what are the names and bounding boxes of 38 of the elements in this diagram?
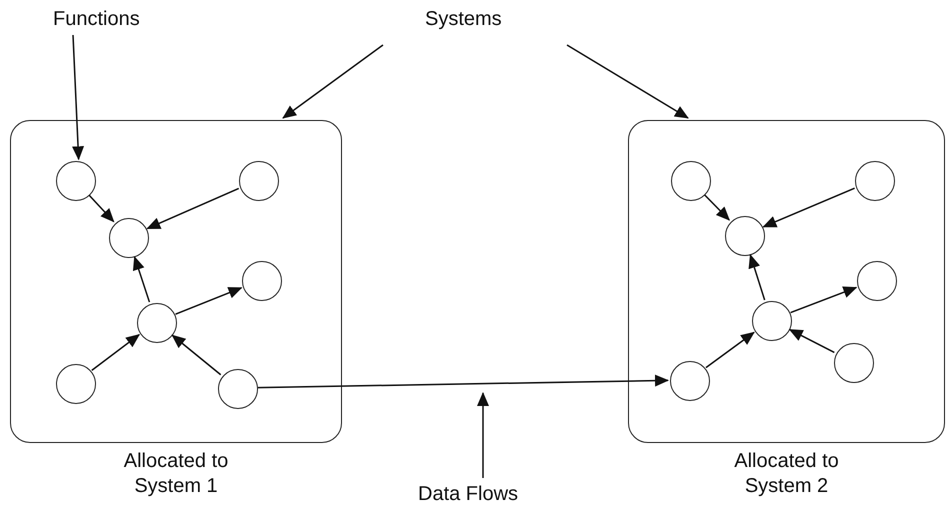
arrow xyxy=(258,374,669,388)
arrow xyxy=(146,188,240,230)
arrow xyxy=(132,256,150,302)
arrow xyxy=(748,254,766,300)
system-box xyxy=(10,120,342,443)
arrow xyxy=(788,328,835,354)
arrow xyxy=(762,187,855,228)
arrow xyxy=(172,334,222,376)
function-circle xyxy=(218,369,258,409)
node-label: Allocated to System 2 xyxy=(733,449,840,499)
arrow xyxy=(88,194,114,222)
function-circle xyxy=(671,161,711,201)
function-circle xyxy=(855,161,895,201)
arrow xyxy=(790,286,858,314)
function-circle xyxy=(857,261,897,301)
node-label: Allocated to System 1 xyxy=(122,449,230,499)
arrow xyxy=(175,287,242,315)
leader-arrow xyxy=(282,44,384,119)
leader-arrow xyxy=(72,34,84,160)
function-circle xyxy=(109,218,149,258)
arrow xyxy=(704,194,730,221)
text-label: Data Flows xyxy=(418,483,518,509)
leader-arrow xyxy=(477,392,489,478)
leader-arrow xyxy=(566,44,689,119)
function-circle xyxy=(137,303,177,343)
function-circle xyxy=(56,364,96,404)
function-circle xyxy=(239,161,279,201)
function-circle xyxy=(834,343,874,383)
function-circle xyxy=(752,301,792,341)
function-circle xyxy=(725,216,765,256)
system-box xyxy=(628,120,945,443)
text-label: Systems xyxy=(425,8,502,34)
function-circle xyxy=(242,261,282,301)
text-label: Functions xyxy=(53,8,140,34)
function-circle xyxy=(56,161,96,201)
arrow xyxy=(91,334,140,371)
arrow xyxy=(706,332,755,368)
function-circle xyxy=(670,361,710,401)
